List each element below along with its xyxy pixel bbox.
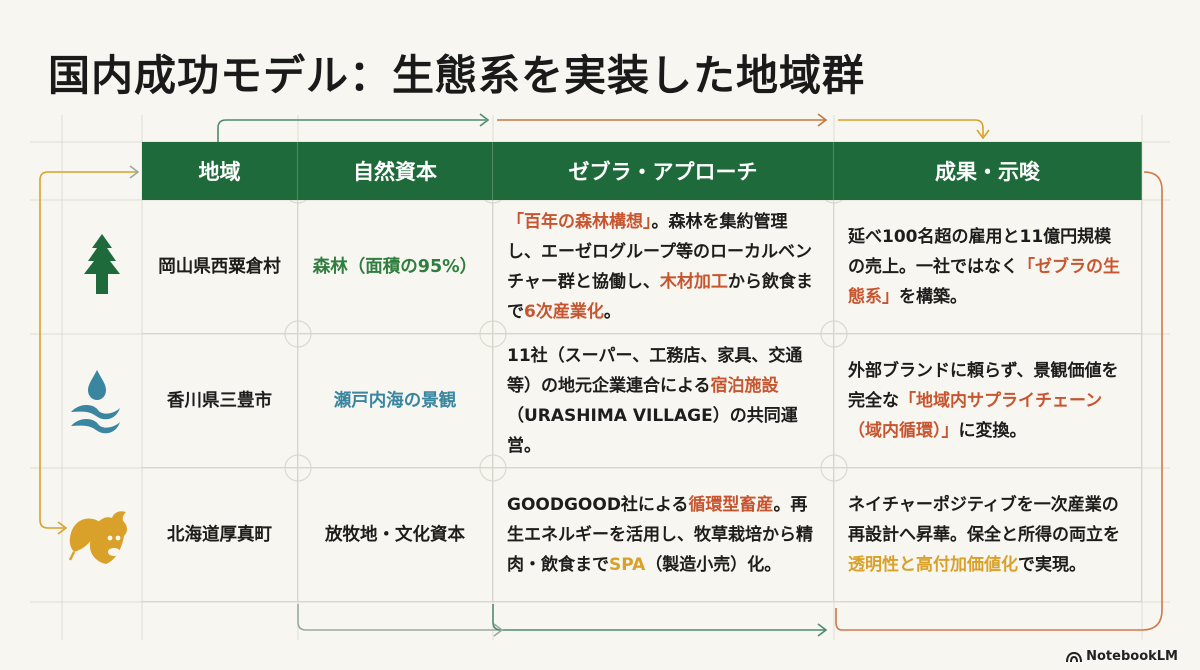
region-cell: 岡山県西粟倉村 (142, 200, 298, 334)
header-results: 成果・示唆 (834, 142, 1142, 200)
approach-cell: 11社（スーパー、工務店、家具、交通等）の地元企業連合による宿泊施設 （URASH… (493, 334, 834, 468)
body-text: 。森林を集約管理し、エーゼログループ等のローカルベンチャー群と協働し、 (507, 211, 812, 292)
capital-cell: 瀬戸内海の景観 (298, 334, 493, 468)
capital-cell: 放牧地・文化資本 (298, 468, 493, 602)
result-cell: 外部ブランドに頼らず、景観価値を完全な「地域内サプライチェーン（域内循環）」に変… (834, 334, 1142, 468)
body-text: ネイチャーポジティブを一次産業の再設計へ昇華。保全と所得の両立を (848, 494, 1120, 545)
header-natural-capital: 自然資本 (298, 142, 493, 200)
highlight-text: 宿泊施設 (710, 375, 779, 396)
body-text: 延べ100名超の雇用と11億円規模の売上。一社ではなく (848, 226, 1112, 277)
highlight-text: 6次産業化 (524, 301, 604, 322)
header-zebra-approach: ゼブラ・アプローチ (493, 142, 834, 200)
highlight-text: 「ゼブラの生態系」 (848, 256, 1120, 307)
body-text: 。再生エネルギーを活用し、牧草栽培から精肉・飲食まで (507, 494, 813, 575)
highlight-text: 循環型畜産 (688, 494, 774, 515)
body-text: を構築。 (899, 286, 967, 307)
body-text: （URASHIMA VILLAGE）の共同運営。 (507, 405, 798, 456)
tree-icon (84, 234, 120, 294)
brand-name: NotebookLM (1086, 649, 1178, 664)
body-text: から飲食まで (507, 271, 813, 322)
body-text: （製造小売）化。 (645, 554, 782, 575)
capital-cell: 森林（面積の95%） (298, 200, 493, 334)
body-text: で実現。 (1018, 554, 1086, 575)
approach-cell: GOODGOOD社による循環型畜産。再生エネルギーを活用し、牧草栽培から精肉・飲… (493, 468, 834, 602)
highlight-text: 木材加工 (659, 271, 728, 292)
header-region: 地域 (142, 142, 298, 200)
notebooklm-logo-icon (1066, 651, 1083, 662)
highlight-text: 「地域内サプライチェーン（域内循環）」 (848, 390, 1103, 441)
highlight-text: 「百年の森林構想」 (507, 211, 652, 232)
result-cell: ネイチャーポジティブを一次産業の再設計へ昇華。保全と所得の両立を透明性と高付加価… (834, 468, 1142, 602)
region-cell: 香川県三豊市 (142, 334, 298, 468)
cow-leaf-icon (68, 511, 127, 564)
highlight-text: 透明性と高付加価値化 (848, 554, 1018, 575)
region-cell: 北海道厚真町 (142, 468, 298, 602)
body-text: 。 (603, 301, 621, 322)
approach-cell: 「百年の森林構想」。森林を集約管理し、エーゼログループ等のローカルベンチャー群と… (493, 200, 834, 334)
result-cell: 延べ100名超の雇用と11億円規模の売上。一社ではなく「ゼブラの生態系」を構築。 (834, 200, 1142, 334)
water-wave-icon (71, 370, 120, 434)
highlight-text: SPA (609, 554, 646, 575)
body-text: GOODGOOD社による (507, 494, 689, 515)
body-text: 外部ブランドに頼らず、景観価値を完全な (848, 360, 1119, 411)
brand-watermark: NotebookLM (1066, 649, 1178, 664)
comparison-table: 地域 自然資本 ゼブラ・アプローチ 成果・示唆 岡山県西粟倉村 森林（面積の95… (142, 142, 1142, 602)
page-title: 国内成功モデル：生態系を実装した地域群 (48, 51, 866, 100)
body-text: に変換。 (958, 420, 1027, 441)
body-text: 11社（スーパー、工務店、家具、交通等）の地元企業連合による (507, 345, 803, 396)
